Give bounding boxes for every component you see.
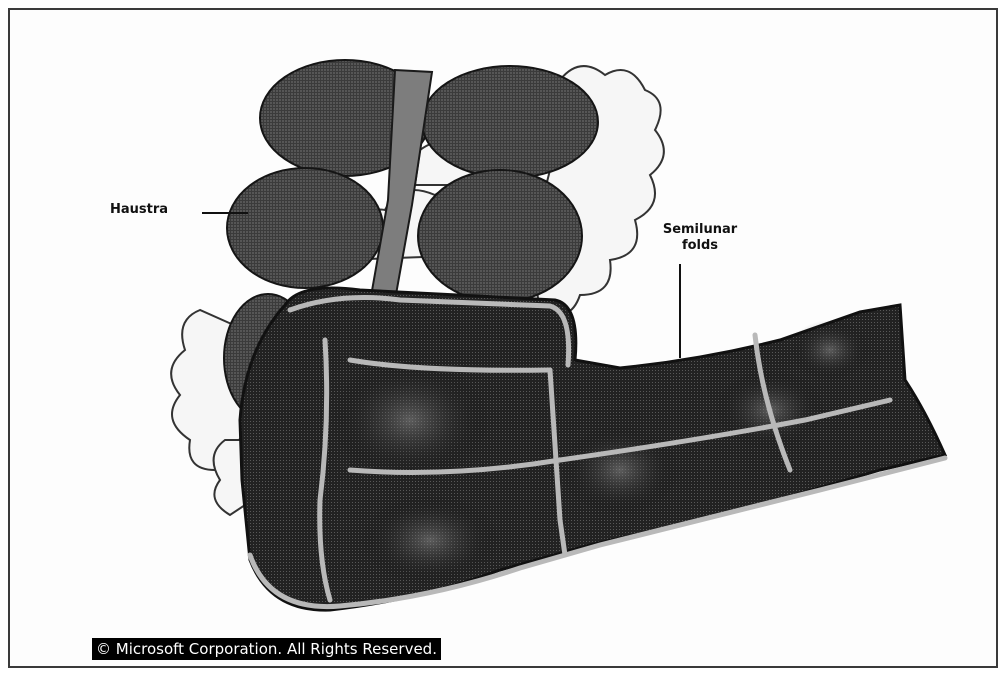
label-semilunar-folds: Semilunar folds — [650, 222, 750, 254]
label-semilunar-line1: Semilunar — [650, 222, 750, 238]
opened-colon — [240, 288, 945, 610]
haustra-lobe-mid-right — [418, 170, 582, 302]
copyright-notice: © Microsoft Corporation. All Rights Rese… — [92, 638, 441, 660]
haustra-lobe-mid-left — [227, 168, 383, 288]
haustra-lobe-top-right — [422, 66, 598, 178]
label-semilunar-line2: folds — [650, 238, 750, 254]
label-haustra: Haustra — [110, 202, 168, 218]
